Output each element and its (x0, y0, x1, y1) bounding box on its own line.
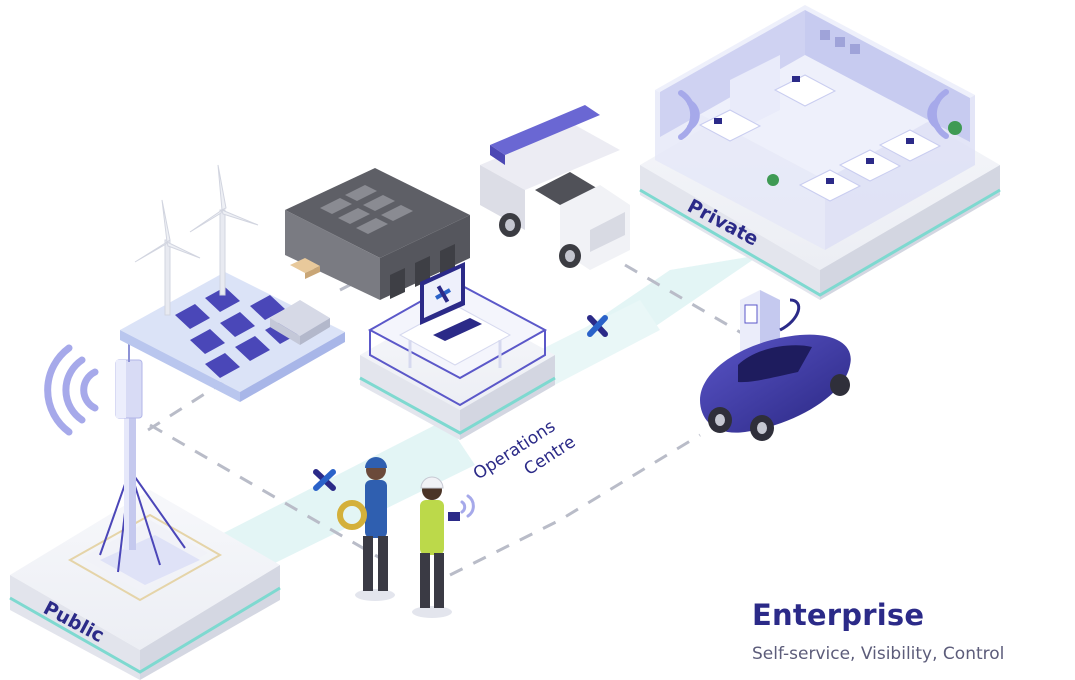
operations-platform (359, 262, 556, 440)
warehouse-building (285, 168, 470, 300)
delivery-truck (480, 105, 630, 270)
electric-car (700, 334, 851, 441)
solar-farm (120, 272, 345, 402)
wind-turbines (134, 164, 259, 316)
wifi-waves-icon (460, 494, 475, 518)
x-network-icon (587, 315, 608, 337)
enterprise-caption: Enterprise Self-service, Visibility, Con… (752, 598, 1004, 664)
wifi-waves-icon (44, 344, 99, 436)
caption-subtitle: Self-service, Visibility, Control (752, 644, 1005, 664)
wifi-waves-icon (678, 89, 949, 140)
x-network-icon (435, 285, 451, 303)
caption-title: Enterprise (752, 598, 925, 632)
cell-tower (99, 340, 200, 585)
x-network-icon (313, 469, 336, 491)
field-workers (337, 457, 460, 618)
